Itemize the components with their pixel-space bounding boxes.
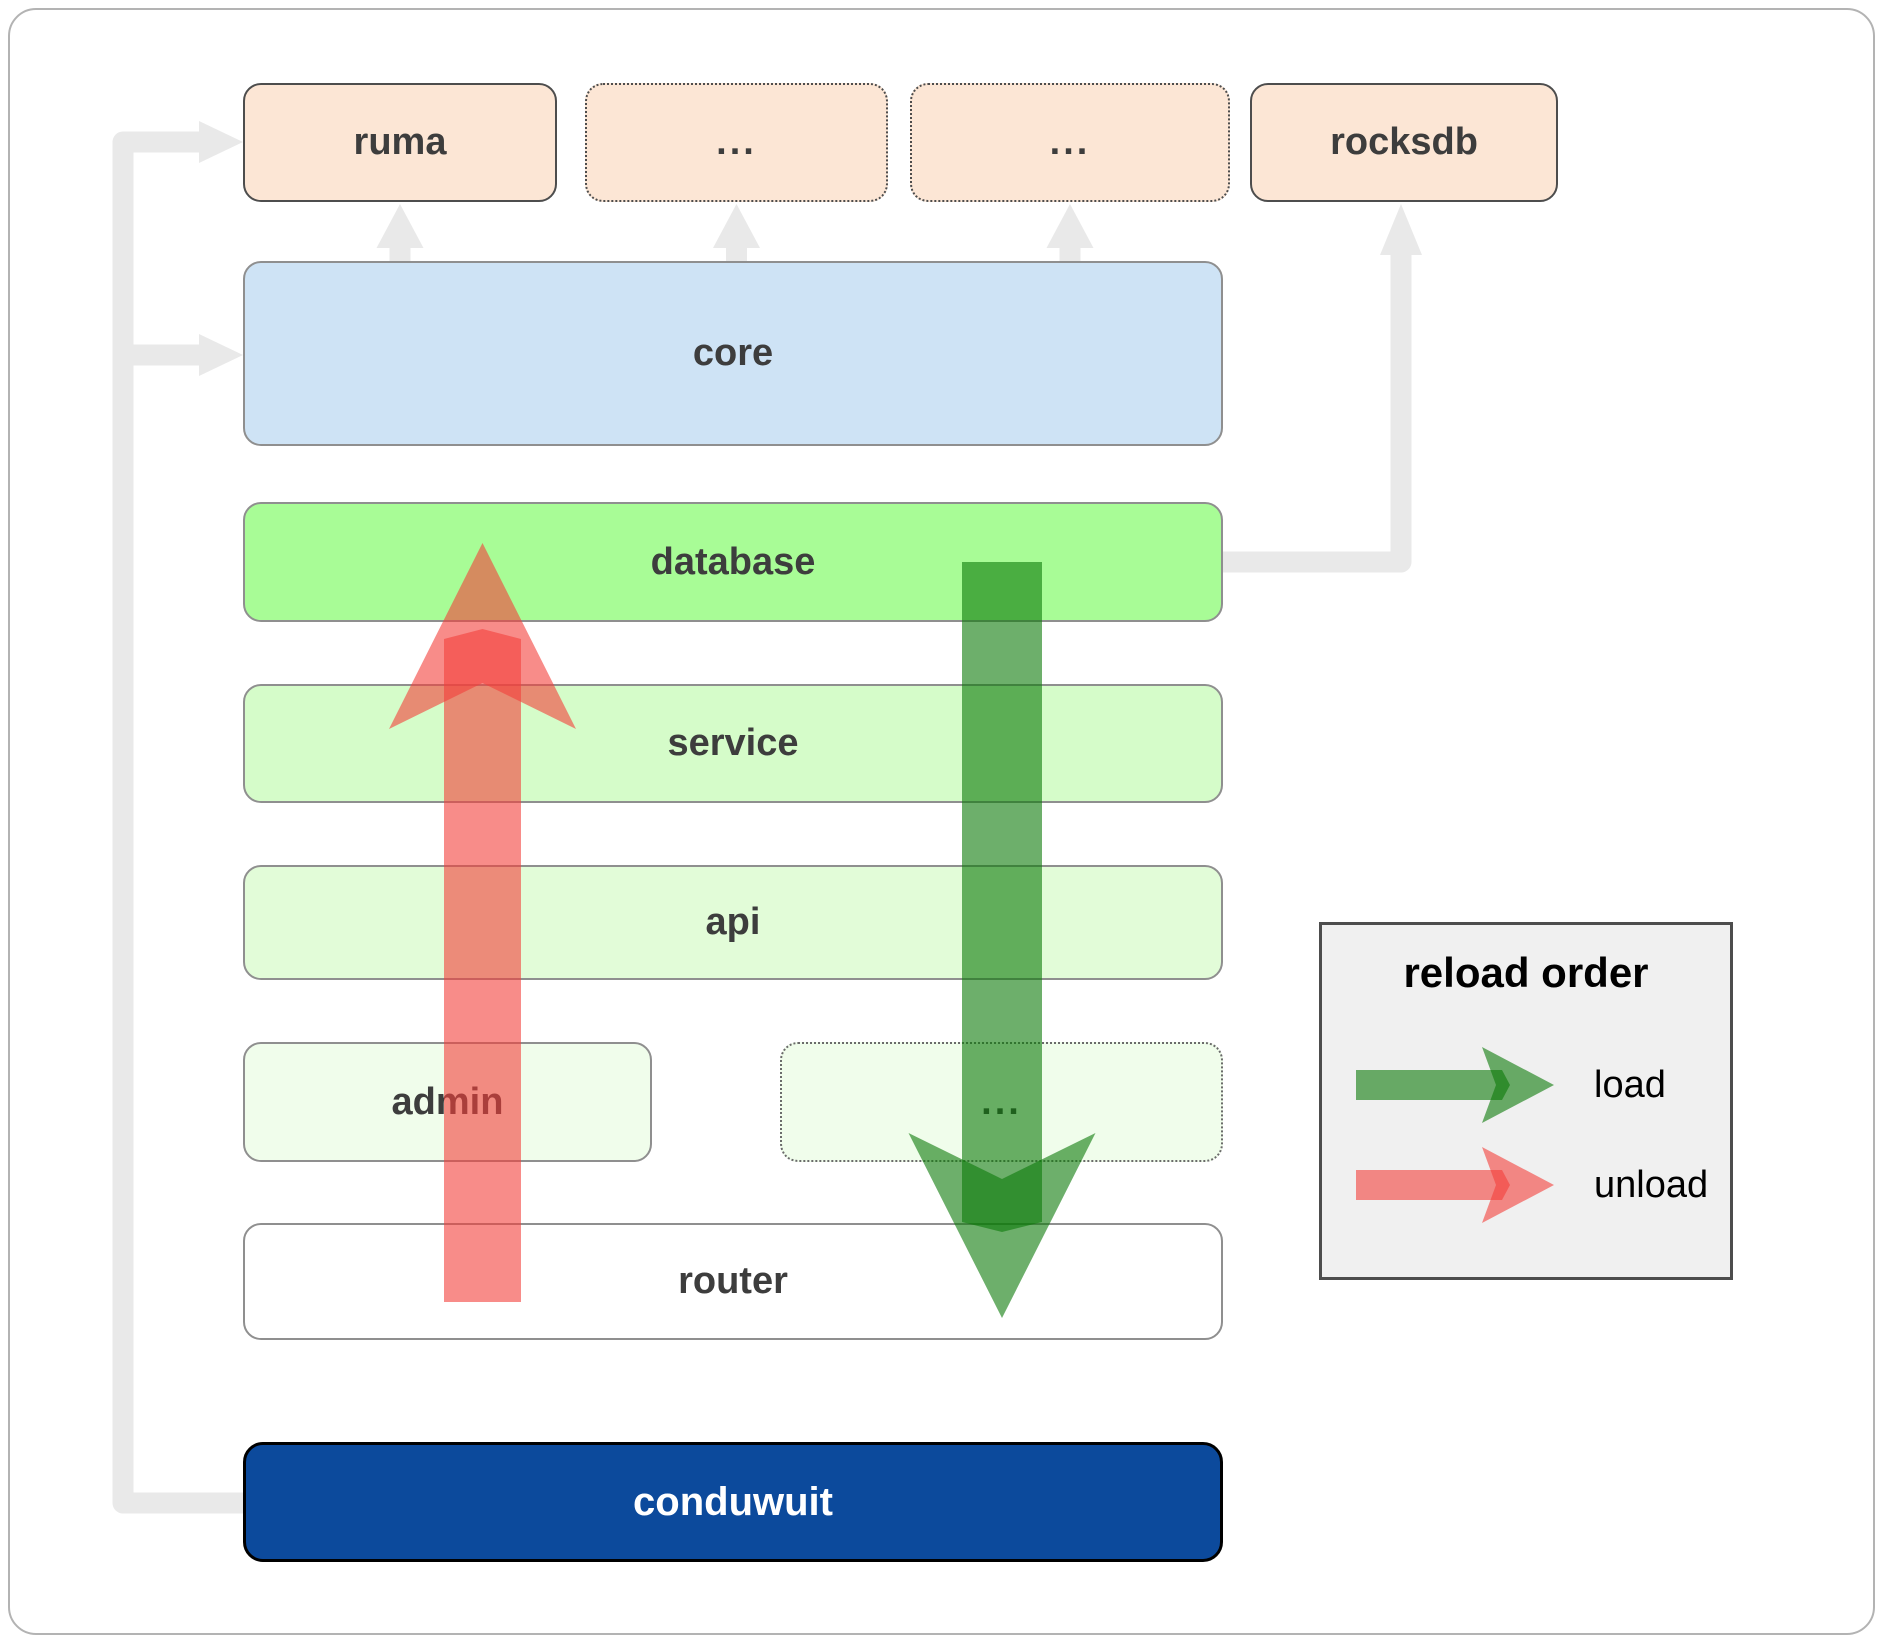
node-database-label: database — [650, 540, 816, 583]
node-rocksdb: rocksdb — [1250, 83, 1558, 202]
node-router: router — [243, 1223, 1223, 1340]
node-ruma: ruma — [243, 83, 557, 202]
node-ruma-label: ruma — [353, 121, 447, 163]
node-database: database — [243, 502, 1223, 622]
node-router-label: router — [678, 1260, 788, 1302]
node-conduwuit-label: conduwuit — [633, 1479, 833, 1524]
node-admin: admin — [243, 1042, 652, 1162]
page-border — [8, 8, 1875, 1635]
legend-row-load: load — [1322, 1045, 1730, 1125]
node-api: api — [243, 865, 1223, 980]
load-arrow-icon — [1356, 1047, 1554, 1123]
legend-title: reload order — [1403, 949, 1649, 996]
node-service-label: service — [667, 722, 799, 764]
node-top-ellipsis-2-label: ... — [1049, 121, 1091, 163]
node-top-ellipsis-1: ... — [585, 83, 888, 202]
node-api-label: api — [705, 901, 761, 943]
node-rocksdb-label: rocksdb — [1330, 121, 1478, 163]
node-service: service — [243, 684, 1223, 803]
node-admin-ellipsis-label: ... — [981, 1080, 1022, 1123]
legend-panel: reload order load unload — [1319, 922, 1733, 1280]
node-top-ellipsis-2: ... — [910, 83, 1230, 202]
node-admin-ellipsis: ... — [780, 1042, 1223, 1162]
node-conduwuit: conduwuit — [243, 1442, 1223, 1562]
node-core: core — [243, 261, 1223, 446]
legend-label-load: load — [1594, 1063, 1666, 1106]
node-admin-label: admin — [391, 1080, 504, 1123]
unload-arrow-icon — [1356, 1147, 1554, 1223]
node-core-label: core — [692, 332, 774, 374]
legend-label-unload: unload — [1594, 1163, 1709, 1206]
legend-row-unload: unload — [1322, 1145, 1730, 1225]
node-top-ellipsis-1-label: ... — [716, 121, 757, 163]
